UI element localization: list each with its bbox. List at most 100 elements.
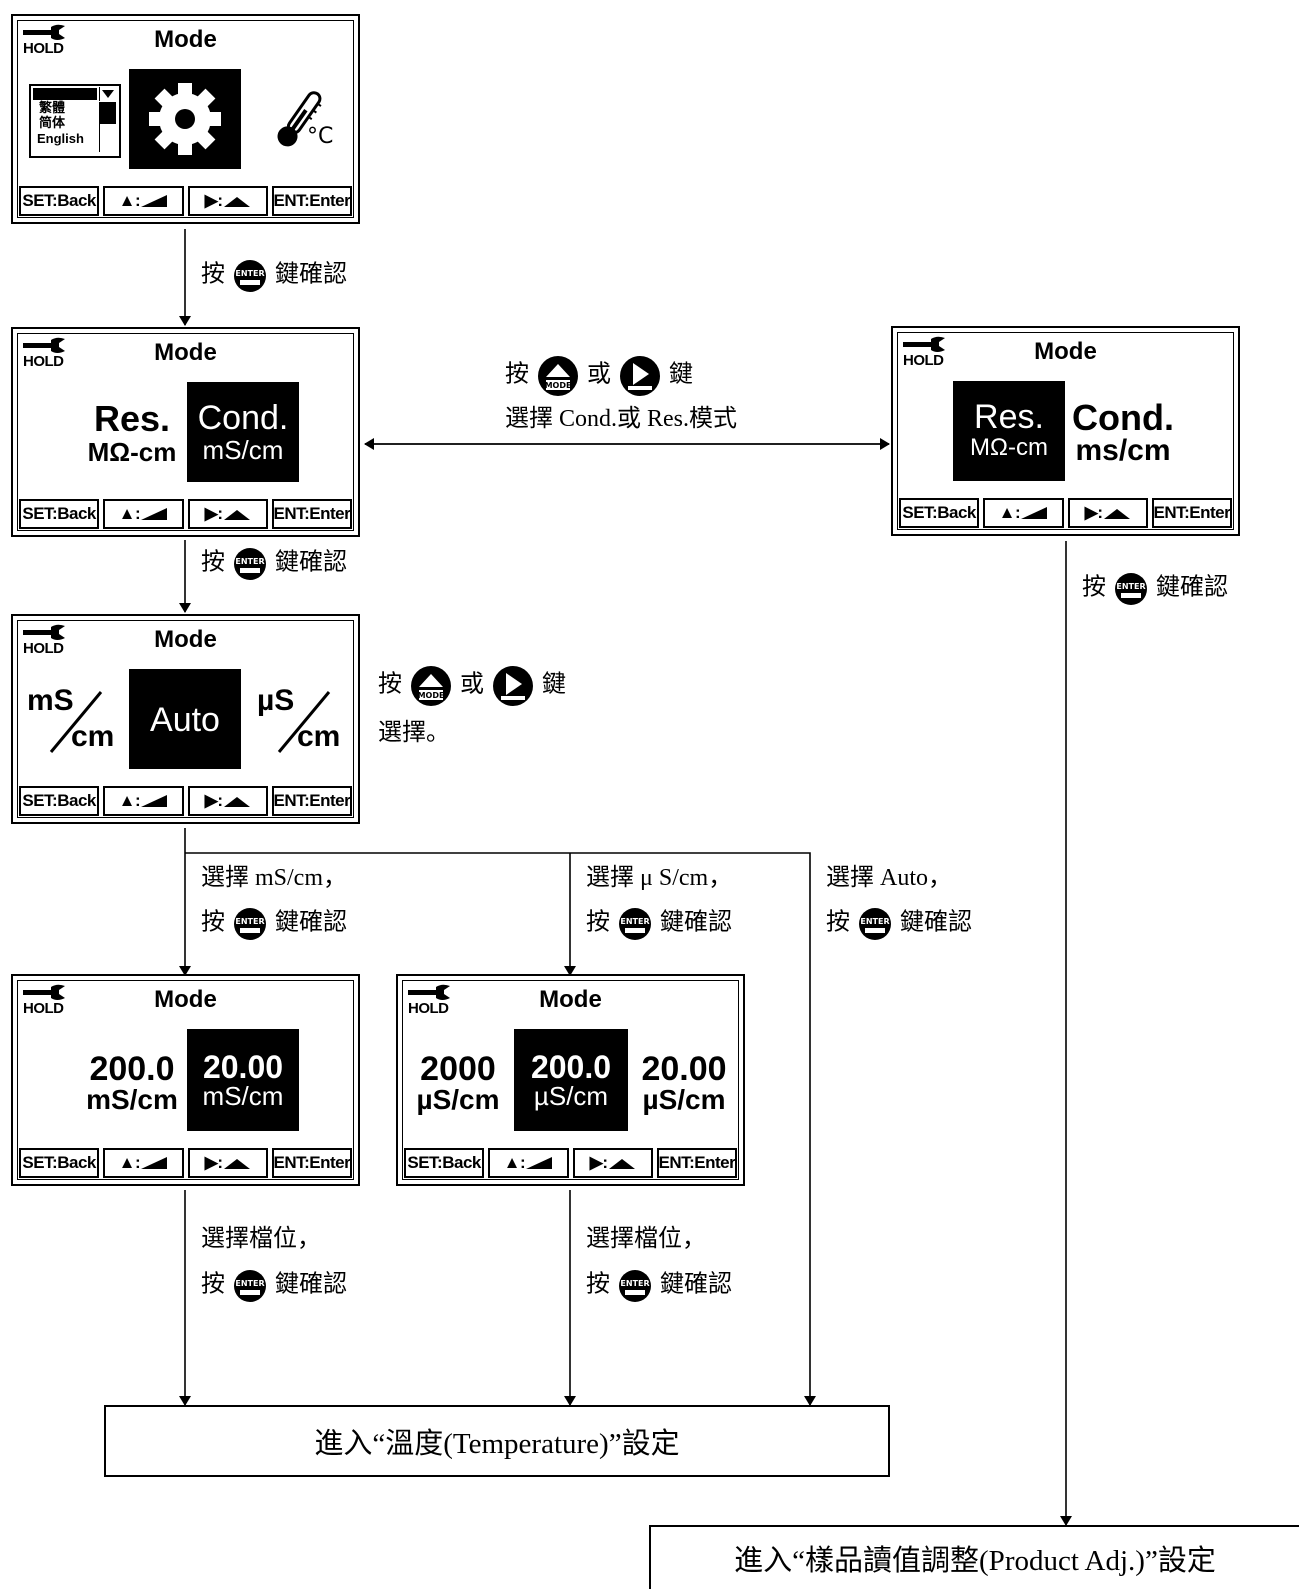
enter-key-icon: ENTER: [859, 908, 891, 940]
wrench-icon: [903, 336, 945, 352]
screen-title: Mode: [154, 339, 217, 366]
slash-divider: [277, 691, 331, 753]
back-key[interactable]: SET:Back: [19, 1148, 100, 1178]
right-key[interactable]: ▶:: [187, 786, 268, 816]
us-cm-option[interactable]: µS cm: [257, 684, 341, 753]
softkey-bar: SET:Back ▲: ▶: ENT:Enter: [19, 786, 352, 816]
ms-cm-option[interactable]: mS cm: [27, 684, 115, 753]
back-key[interactable]: SET:Back: [404, 1148, 485, 1178]
hold-label: HOLD: [23, 1000, 64, 1017]
softkey-bar: SET:Back ▲: ▶: ENT:Enter: [19, 499, 352, 529]
screen-title: Mode: [154, 26, 217, 53]
softkey-bar: SET:Back ▲: ▶: ENT:Enter: [899, 498, 1232, 528]
wrench-icon: [23, 337, 65, 353]
screen-ms-range: HOLD Mode 200.0 mS/cm 20.00 mS/cm SET:Ba…: [11, 974, 360, 1186]
enter-key[interactable]: ENT:Enter: [271, 499, 352, 529]
hold-label: HOLD: [23, 353, 64, 370]
back-key[interactable]: SET:Back: [899, 498, 980, 528]
res-option-selected[interactable]: Res. MΩ-cm: [953, 381, 1065, 481]
right-key[interactable]: ▶:: [187, 499, 268, 529]
right-key-icon: [493, 666, 533, 706]
up-key[interactable]: ▲:: [103, 786, 184, 816]
range-200-ms-option[interactable]: 200.0 mS/cm: [86, 1050, 178, 1115]
up-key[interactable]: ▲:: [488, 1148, 569, 1178]
right-key[interactable]: ▶:: [187, 1148, 268, 1178]
hold-indicator: HOLD: [406, 984, 460, 1020]
gear-icon: [149, 83, 221, 155]
screen-frame: [17, 333, 354, 531]
mode-key-icon: MODE: [538, 356, 578, 396]
enter-key-icon: ENTER: [234, 548, 266, 580]
screen-frame: [17, 980, 354, 1180]
enter-key-icon: ENTER: [234, 260, 266, 292]
settings-tile[interactable]: [129, 69, 241, 169]
dropdown-scrollbar[interactable]: [99, 102, 116, 152]
step-label-select-us: 選擇 μ S/cm，: [586, 865, 733, 891]
svg-text:ENTER: ENTER: [235, 557, 264, 566]
language-dropdown[interactable]: 繁體 简体 English: [29, 84, 121, 158]
range-20-us-option[interactable]: 20.00 µS/cm: [641, 1050, 727, 1115]
enter-key[interactable]: ENT:Enter: [271, 786, 352, 816]
up-key[interactable]: ▲:: [983, 498, 1064, 528]
hold-indicator: HOLD: [21, 337, 75, 373]
language-option[interactable]: English: [37, 131, 84, 146]
svg-text:MODE: MODE: [418, 691, 445, 700]
hold-label: HOLD: [408, 1000, 449, 1017]
range-20-ms-option-selected[interactable]: 20.00 mS/cm: [187, 1029, 299, 1131]
res-option[interactable]: Res. MΩ-cm: [87, 398, 177, 467]
screen-cond-selected: HOLD Mode Res. MΩ-cm Cond. mS/cm SET:Bac…: [11, 327, 360, 537]
dropdown-selected: [33, 88, 97, 100]
step-label-select-mode: 選擇 Cond.或 Res.模式: [505, 406, 738, 432]
enter-key[interactable]: ENT:Enter: [271, 186, 352, 216]
right-key[interactable]: ▶:: [572, 1148, 653, 1178]
enter-key[interactable]: ENT:Enter: [1151, 498, 1232, 528]
back-key[interactable]: SET:Back: [19, 499, 100, 529]
celsius-label: °C: [307, 124, 334, 149]
screen-us-range: HOLD Mode 2000 µS/cm 200.0 µS/cm 20.00 µ…: [396, 974, 745, 1186]
range-2000-us-option[interactable]: 2000 µS/cm: [416, 1050, 500, 1115]
enter-key[interactable]: ENT:Enter: [271, 1148, 352, 1178]
svg-text:ENTER: ENTER: [1116, 582, 1145, 591]
svg-text:ENTER: ENTER: [235, 917, 264, 926]
up-key[interactable]: ▲:: [103, 499, 184, 529]
thermometer-icon[interactable]: °C: [263, 84, 335, 156]
screen-frame: [897, 332, 1234, 530]
hold-indicator: HOLD: [901, 336, 955, 372]
mode-key-icon: MODE: [411, 666, 451, 706]
right-key[interactable]: ▶:: [187, 186, 268, 216]
language-option[interactable]: 简体: [39, 116, 66, 131]
up-key[interactable]: ▲:: [103, 186, 184, 216]
hold-label: HOLD: [903, 352, 944, 369]
screen-frame: [402, 980, 739, 1180]
softkey-bar: SET:Back ▲: ▶: ENT:Enter: [19, 186, 352, 216]
auto-option-selected[interactable]: Auto: [129, 669, 241, 769]
step-label-select: 選擇。: [378, 720, 450, 746]
language-option[interactable]: 繁體: [39, 101, 66, 116]
softkey-bar: SET:Back ▲: ▶: ENT:Enter: [19, 1148, 352, 1178]
cond-option[interactable]: Cond. ms/cm: [1072, 397, 1174, 467]
hold-label: HOLD: [23, 40, 64, 57]
screen-title: Mode: [1034, 338, 1097, 365]
step-label-select-ms: 選擇 mS/cm，: [201, 865, 348, 891]
slash-divider: [49, 691, 103, 753]
back-key[interactable]: SET:Back: [19, 786, 100, 816]
cond-option-selected[interactable]: Cond. mS/cm: [187, 382, 299, 482]
back-key[interactable]: SET:Back: [19, 186, 100, 216]
right-key-icon: [620, 356, 660, 396]
hold-label: HOLD: [23, 640, 64, 657]
enter-key-icon: ENTER: [1115, 573, 1147, 605]
right-key[interactable]: ▶:: [1067, 498, 1148, 528]
up-key[interactable]: ▲:: [103, 1148, 184, 1178]
range-200-us-option-selected[interactable]: 200.0 µS/cm: [514, 1029, 628, 1131]
svg-text:ENTER: ENTER: [235, 1279, 264, 1288]
enter-key[interactable]: ENT:Enter: [656, 1148, 737, 1178]
product-adj-setting-box: 進入“樣品讀值調整(Product Adj.)”設定: [649, 1525, 1299, 1589]
screen-res-selected: HOLD Mode Res. MΩ-cm Cond. ms/cm SET:Bac…: [891, 326, 1240, 536]
svg-text:ENTER: ENTER: [860, 917, 889, 926]
